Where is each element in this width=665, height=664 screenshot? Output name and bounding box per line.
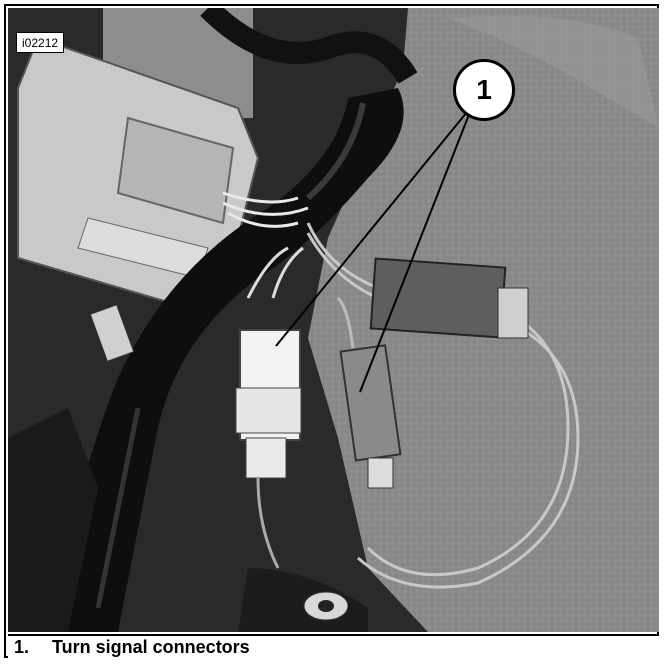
callout-number: 1 (476, 74, 492, 105)
right-connector (369, 257, 529, 339)
relay-module (17, 8, 260, 310)
turn-signal-connector-right (336, 296, 402, 489)
turn-signal-connector-left (235, 246, 304, 569)
connector-photo (8, 8, 659, 632)
callout-marker: 1 (453, 59, 515, 121)
figure-id-label: i02212 (16, 32, 65, 53)
callout-leaders (275, 111, 471, 393)
caption-text: Turn signal connectors (52, 636, 250, 657)
figure-caption: 1. Turn signal connectors (8, 634, 659, 658)
figure-frame: i02212 1 1. Turn signal connectors (4, 4, 659, 658)
caption-number: 1. (14, 636, 30, 657)
wiring-harness (48, 8, 418, 632)
photo-illustration (8, 8, 659, 632)
